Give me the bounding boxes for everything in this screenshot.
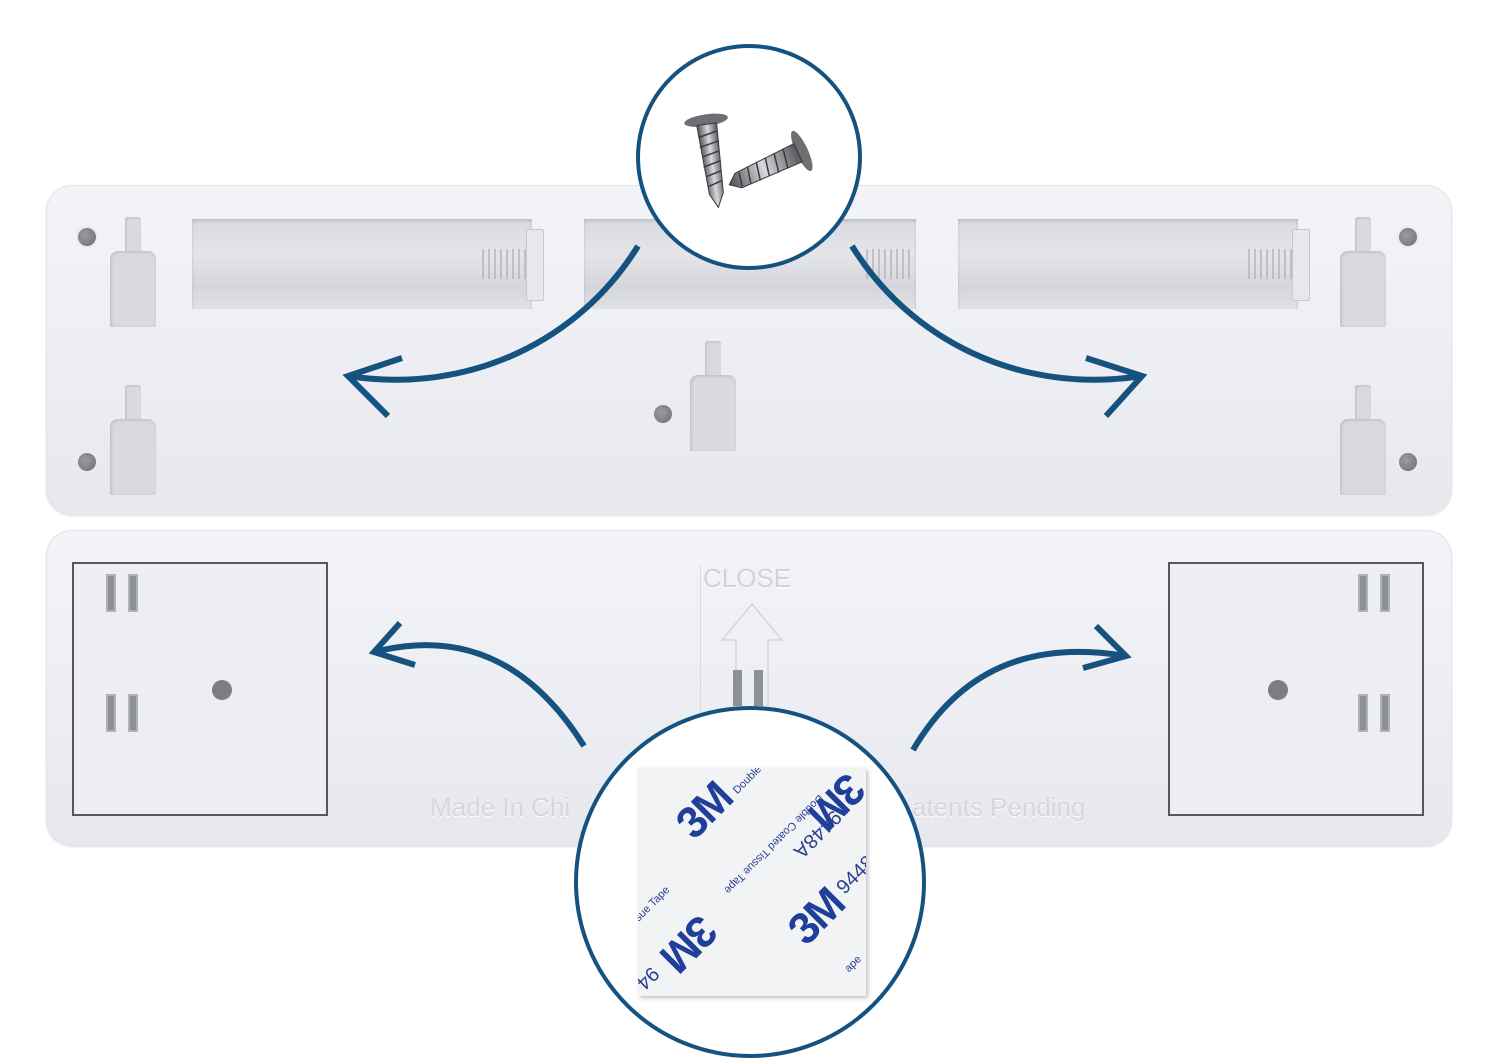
screw-hole [1268,680,1288,700]
keyhole-slot [110,217,156,327]
screw-hole [78,453,96,471]
3m-logo: 3M [666,773,742,849]
keyhole-slot [690,341,736,451]
tape-pad-area [72,562,328,816]
screw-hole [212,680,232,700]
3m-tape-pad: 3M Double 3M 9448A Double Coated Tissue … [638,768,866,996]
3m-logo: 3M [651,905,727,981]
screw-hole [78,228,96,246]
screw-hole [1399,228,1417,246]
keyhole-slot [1340,217,1386,327]
screw-hole [1399,453,1417,471]
made-in-label: Made In Chi [430,792,571,822]
close-label: CLOSE [703,563,792,593]
tape-text: Double [730,768,764,797]
close-arrow-icon [720,602,784,709]
patents-label: atents Pending [912,792,1086,822]
screws-icon [684,113,813,209]
tape-text: ape [842,953,864,975]
tape-callout: 3M Double 3M 9448A Double Coated Tissue … [574,706,926,1058]
keyhole-slot [110,385,156,495]
battery-bay [192,219,544,309]
tape-model: 94 [638,962,664,994]
tape-text: sue Tape [638,884,673,924]
screw-callout [636,44,862,270]
tape-pad-area [1168,562,1424,816]
close-frame [700,565,801,715]
screw-hole [654,405,672,423]
tape-model: 9448 [832,851,866,899]
battery-bay [958,219,1310,309]
keyhole-slot [1340,385,1386,495]
